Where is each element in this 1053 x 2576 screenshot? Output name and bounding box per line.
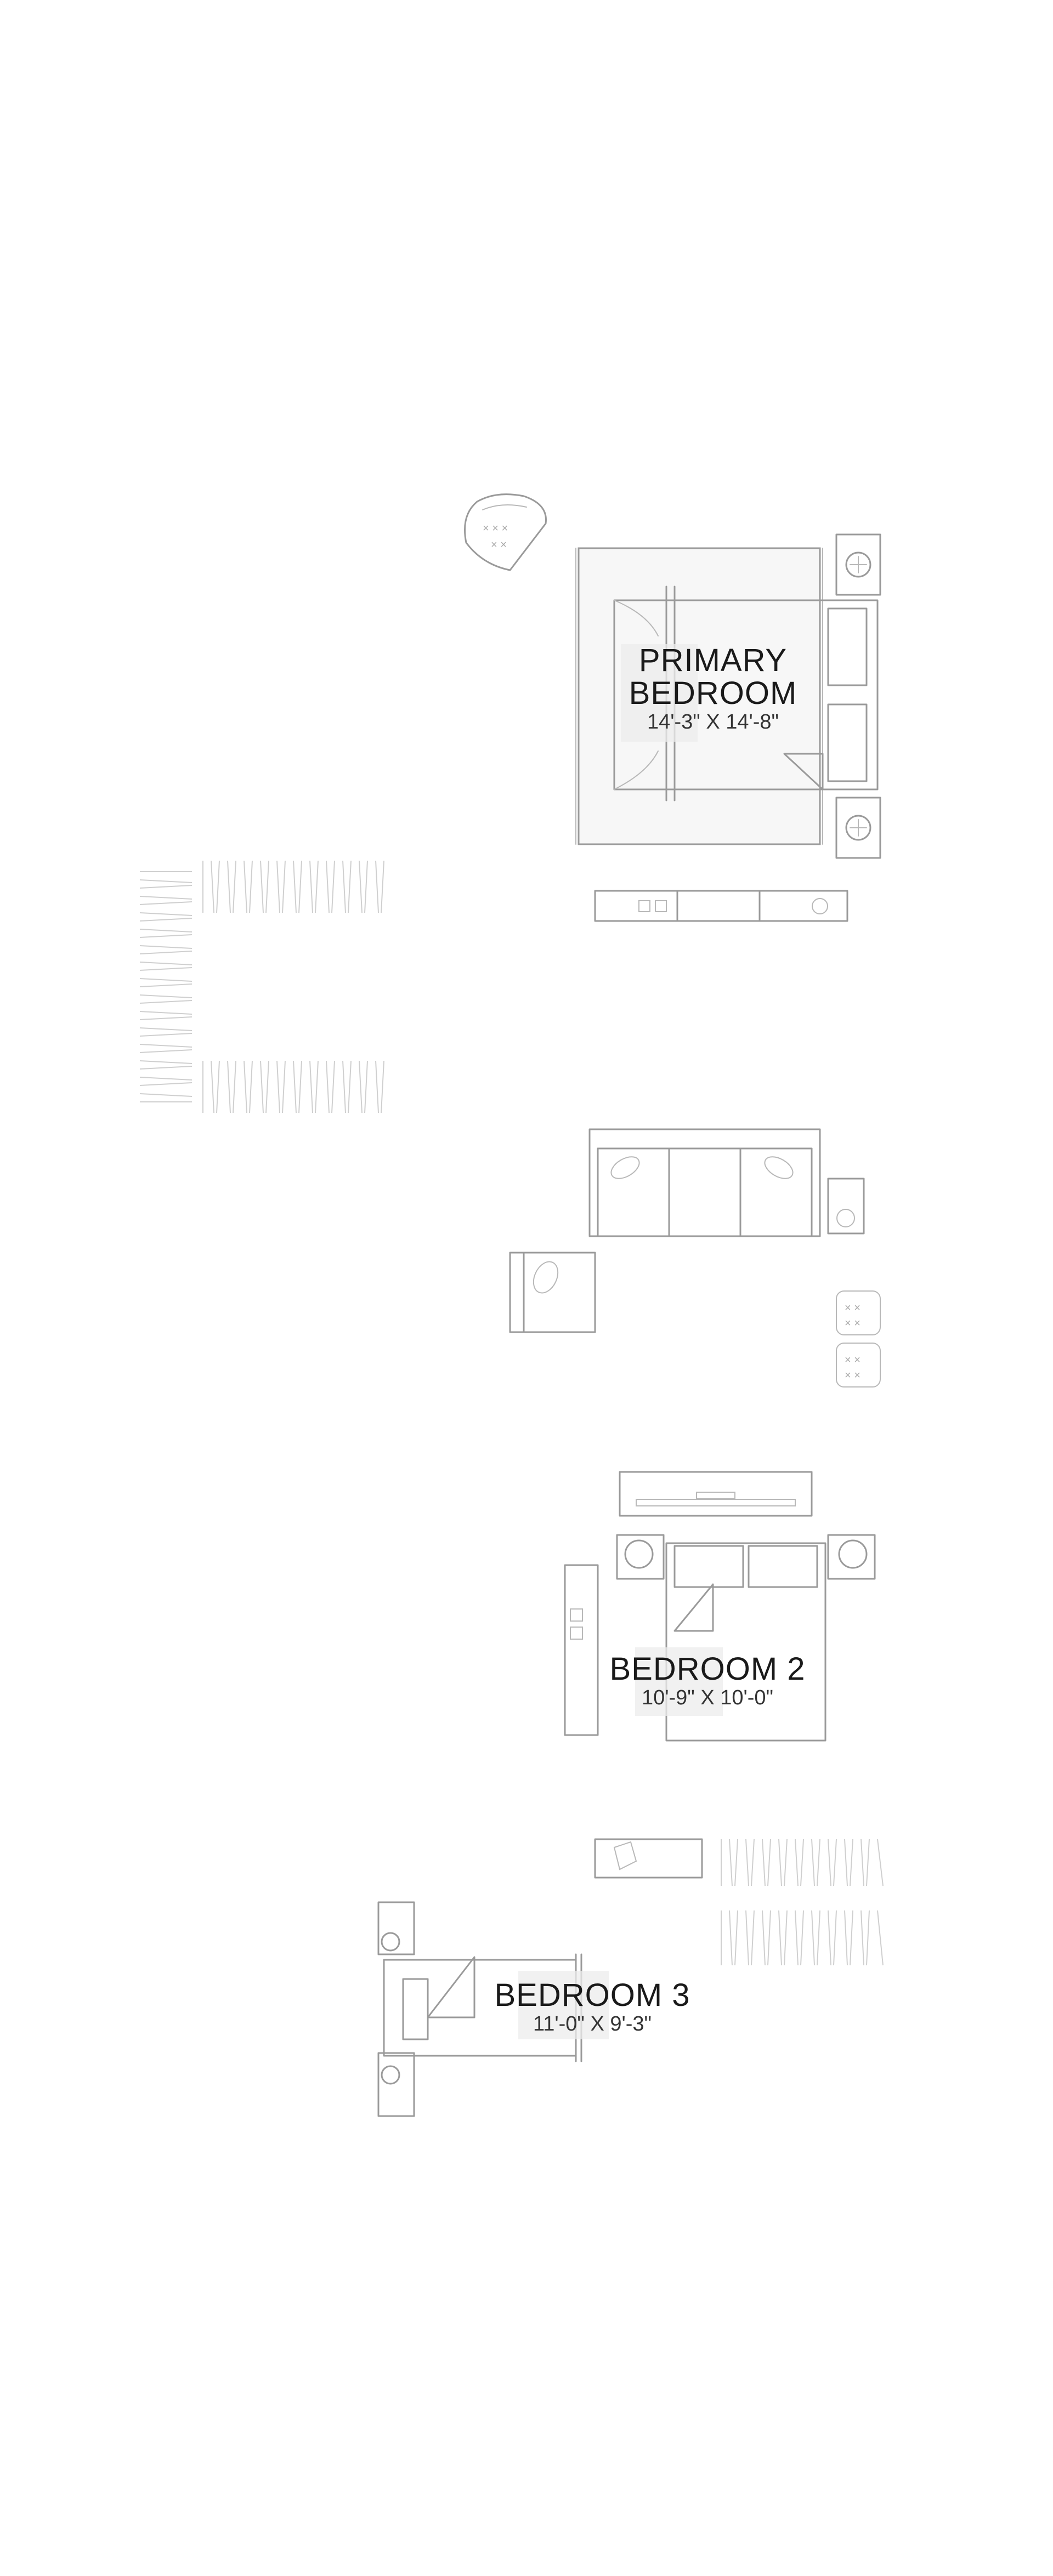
nightstand-bottom	[835, 797, 881, 859]
armchair-round: × × × × ×	[464, 493, 547, 571]
primary-bed	[613, 585, 879, 801]
bedroom2-label-bg	[635, 1647, 723, 1716]
primary-bedroom-name-line2: BEDROOM	[629, 675, 797, 711]
primary-rug	[575, 547, 823, 845]
bedroom3-label-bg	[518, 1971, 609, 2039]
accent-chair	[509, 1252, 596, 1333]
bedroom2-dimensions: 10'-9" X 10'-0"	[641, 1686, 774, 1709]
primary-dresser	[594, 890, 848, 922]
bedroom2-nightstand-left	[616, 1534, 665, 1580]
svg-text:× ×: × ×	[845, 1317, 860, 1329]
side-table	[827, 1178, 865, 1235]
closet-hanging-top	[202, 860, 384, 913]
svg-text:× ×: × ×	[845, 1369, 860, 1381]
svg-text:× ×: × ×	[845, 1354, 860, 1366]
closet-hanging-bedroom3-bottom	[721, 1910, 884, 1966]
primary-bedroom-label: PRIMARY BEDROOM 14'-3" X 14'-8"	[603, 644, 823, 734]
bedroom3-nightstand-top	[377, 1901, 415, 1955]
bedroom3-label: BEDROOM 3 11'-0" X 9'-3"	[483, 1979, 702, 2036]
sofa	[588, 1128, 821, 1237]
bedroom2-nightstand-right	[827, 1534, 876, 1580]
bedroom3-dimensions: 11'-0" X 9'-3"	[533, 2012, 652, 2035]
closet-hanging-bedroom3-top	[721, 1839, 884, 1886]
primary-bedroom-name-line1: PRIMARY	[638, 642, 788, 678]
bedroom3-desk	[594, 1838, 703, 1879]
bedroom2-name: BEDROOM 2	[609, 1651, 806, 1687]
primary-bedroom-dimensions: 14'-3" X 14'-8"	[647, 710, 779, 733]
closet-hanging-left-vertical	[139, 871, 193, 1102]
closet-hanging-bottom	[202, 1060, 384, 1113]
bedroom2-label: BEDROOM 2 10'-9" X 10'-0"	[598, 1653, 817, 1710]
primary-label-bg	[621, 644, 698, 742]
nightstand-top	[835, 533, 881, 596]
ottoman-2: × × × ×	[836, 1343, 881, 1387]
bedroom2-dresser	[564, 1564, 599, 1736]
bedroom2-shelf	[619, 1471, 813, 1517]
ottoman-1: × × × ×	[836, 1290, 881, 1335]
bedroom2-bed	[665, 1542, 826, 1742]
bedroom3-nightstand-bottom	[377, 2052, 415, 2117]
svg-text:× ×: × ×	[491, 539, 507, 551]
svg-text:× × ×: × × ×	[483, 522, 508, 534]
svg-text:× ×: × ×	[845, 1302, 860, 1314]
bedroom3-name: BEDROOM 3	[494, 1977, 690, 2013]
